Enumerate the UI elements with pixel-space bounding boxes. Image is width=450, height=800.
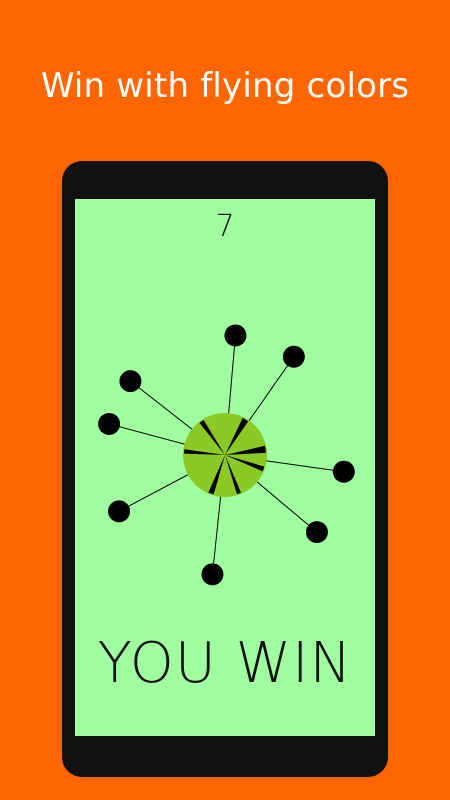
wheel-wedge-2 xyxy=(225,455,265,472)
wheel-wedge-4 xyxy=(208,455,225,495)
wheel-wedge-6 xyxy=(199,420,225,455)
game-screen[interactable]: 7 YOU WIN xyxy=(75,199,375,736)
pin-ball-5 xyxy=(332,460,355,483)
wheel-wedge-5 xyxy=(184,449,225,455)
pin-ball-6 xyxy=(305,521,328,544)
wheel-wedge-7 xyxy=(225,417,249,455)
pins-layer xyxy=(98,324,355,586)
pin-ball-8 xyxy=(108,500,131,523)
wheel-wedge-1 xyxy=(225,445,266,455)
level-score: 7 xyxy=(215,209,235,244)
wheel-wedge-3 xyxy=(225,455,242,495)
result-message: YOU WIN xyxy=(97,631,353,696)
pin-ball-2 xyxy=(282,345,305,368)
game-board[interactable] xyxy=(75,199,375,736)
rotating-wheel xyxy=(183,413,267,497)
pin-ball-3 xyxy=(119,370,142,393)
pin-ball-4 xyxy=(98,412,121,435)
promo-headline: Win with flying colors xyxy=(40,66,410,106)
pin-ball-7 xyxy=(201,563,224,586)
pin-ball-1 xyxy=(224,324,247,347)
